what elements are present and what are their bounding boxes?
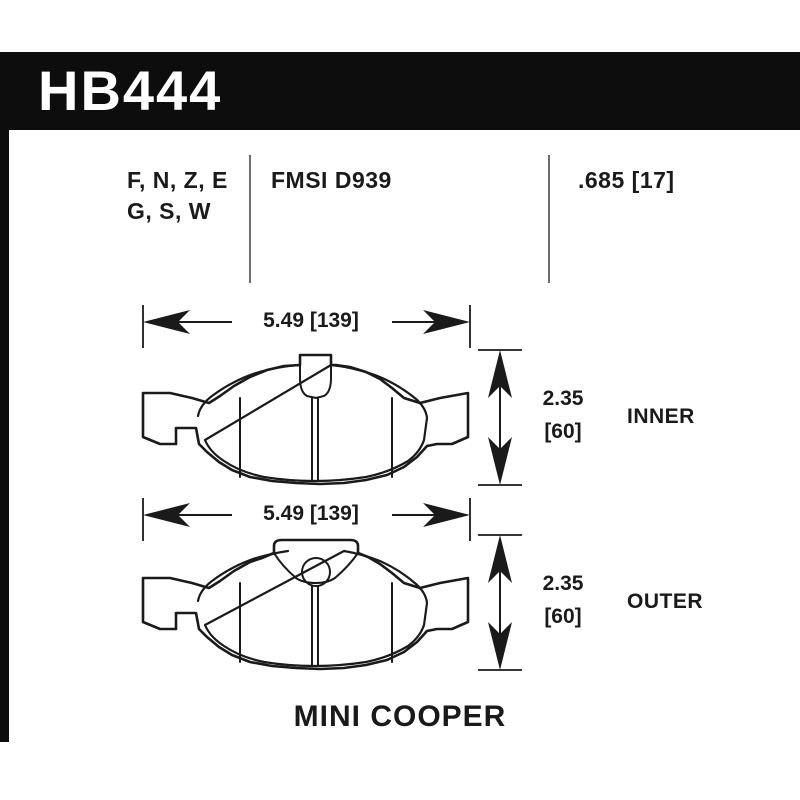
model-caption: MINI COOPER bbox=[293, 700, 507, 733]
outer-height-dimension-graphic bbox=[478, 534, 522, 671]
outer-brake-pad-figure bbox=[141, 538, 470, 671]
compound-codes-line-2: G, S, W bbox=[127, 198, 211, 224]
inner-brake-pad-figure bbox=[141, 353, 470, 486]
thickness-spec: .685 [17] bbox=[578, 167, 675, 193]
outer-height-dimension-line-2: [60] bbox=[544, 605, 582, 628]
compound-codes-line-1: F, N, Z, E bbox=[127, 167, 228, 193]
inner-width-dimension-label: 5.49 [139] bbox=[263, 309, 359, 332]
outer-side-label: OUTER bbox=[627, 590, 703, 613]
outer-height-dimension-line-1: 2.35 bbox=[542, 572, 584, 595]
outer-width-dimension-label: 5.49 [139] bbox=[263, 502, 359, 525]
title-banner bbox=[0, 52, 800, 130]
inner-height-dimension-graphic bbox=[478, 349, 522, 486]
inner-height-dimension-line-2: [60] bbox=[544, 420, 582, 443]
frame-left-rail bbox=[0, 130, 9, 742]
page-title-part-number: HB444 bbox=[38, 59, 223, 122]
spec-divider-2 bbox=[548, 155, 550, 283]
fmsi-number: FMSI D939 bbox=[271, 167, 392, 193]
spec-divider-1 bbox=[249, 155, 251, 283]
inner-side-label: INNER bbox=[627, 405, 695, 428]
inner-height-dimension-line-1: 2.35 bbox=[542, 387, 584, 410]
